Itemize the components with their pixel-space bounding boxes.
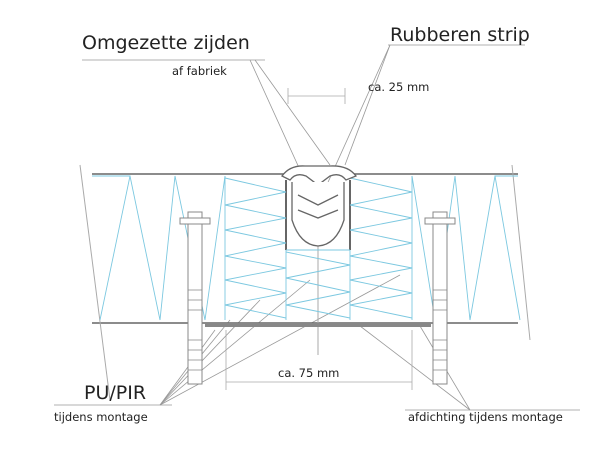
backing-plate (205, 323, 431, 327)
label-af-fabriek: af fabriek (172, 64, 227, 78)
bolt-right (432, 211, 448, 385)
label-pu-pir: PU/PIR (84, 382, 147, 404)
bolt-left (187, 211, 203, 385)
dimension-lines (225, 88, 413, 390)
label-omgezette-zijden: Omgezette zijden (82, 32, 250, 54)
label-dimension-75: ca. 75 mm (278, 366, 340, 380)
rubber-strip (281, 165, 358, 247)
label-afdichting: afdichting tijdens montage (408, 410, 563, 424)
label-dimension-25: ca. 25 mm (368, 80, 430, 94)
label-rubberen-strip: Rubberen strip (390, 24, 530, 46)
fasteners (179, 211, 456, 385)
label-tijdens-montage: tijdens montage (54, 410, 148, 424)
